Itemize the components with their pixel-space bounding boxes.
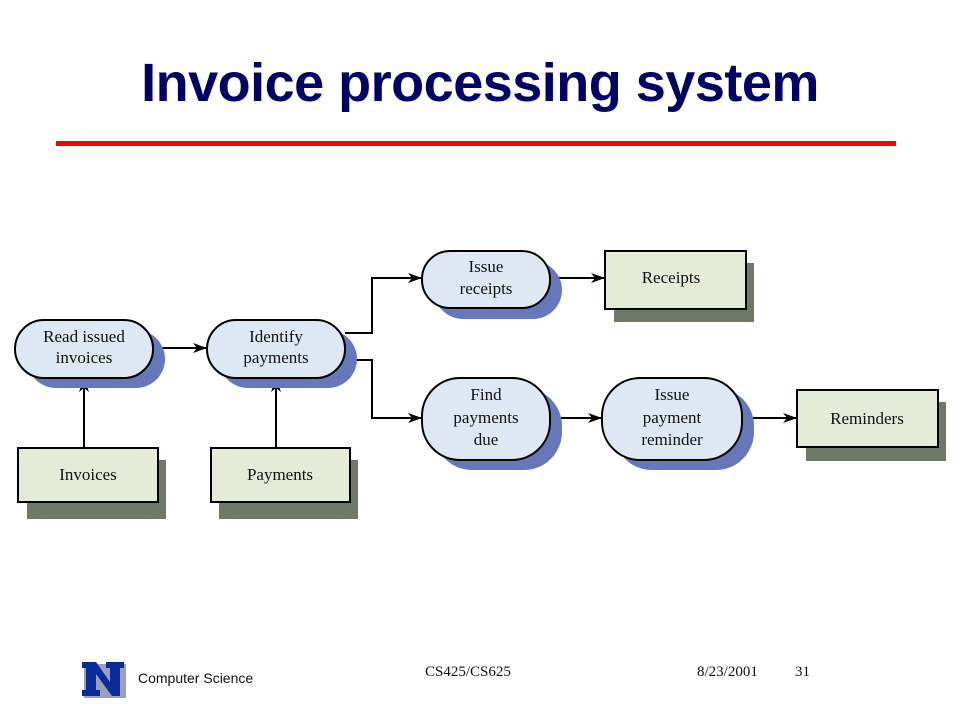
svg-text:Reminders: Reminders — [830, 409, 904, 428]
process-issue-receipts: Issue receipts — [421, 250, 562, 319]
svg-text:payments: payments — [453, 408, 518, 427]
svg-text:Find: Find — [470, 385, 502, 404]
store-receipts: Receipts — [604, 250, 754, 322]
svg-text:Invoices: Invoices — [59, 465, 117, 484]
svg-text:payments: payments — [243, 348, 308, 367]
process-identify-payments: Identify payments — [206, 319, 357, 388]
svg-text:Issue: Issue — [655, 385, 690, 404]
svg-text:receipts: receipts — [460, 279, 513, 298]
footer-date: 8/23/2001 — [697, 664, 758, 680]
store-payments: Payments — [210, 447, 358, 519]
svg-text:Payments: Payments — [247, 465, 313, 484]
footer-course: CS425/CS625 — [425, 664, 511, 680]
footer-org: Computer Science — [138, 670, 254, 686]
svg-text:Identify: Identify — [249, 327, 303, 346]
process-read-invoices: Read issued invoices — [14, 319, 165, 388]
slide-title: Invoice processing system — [141, 53, 819, 113]
footer-page-number: 31 — [795, 664, 810, 680]
university-logo — [82, 662, 126, 698]
arrow-identify-to-find-due — [345, 359, 422, 423]
process-issue-payment-reminder: Issue payment reminder — [601, 377, 754, 470]
svg-text:Issue: Issue — [469, 257, 504, 276]
title-underline — [56, 141, 896, 146]
svg-text:Read issued: Read issued — [43, 327, 125, 346]
store-reminders: Reminders — [796, 389, 946, 461]
process-find-payments-due: Find payments due — [421, 377, 562, 470]
svg-text:due: due — [474, 430, 499, 449]
arrow-identify-to-receipts — [345, 273, 422, 334]
svg-text:payment: payment — [643, 408, 702, 427]
store-invoices: Invoices — [17, 447, 166, 519]
svg-text:Receipts: Receipts — [642, 268, 701, 287]
svg-text:reminder: reminder — [641, 430, 703, 449]
svg-text:invoices: invoices — [56, 348, 113, 367]
